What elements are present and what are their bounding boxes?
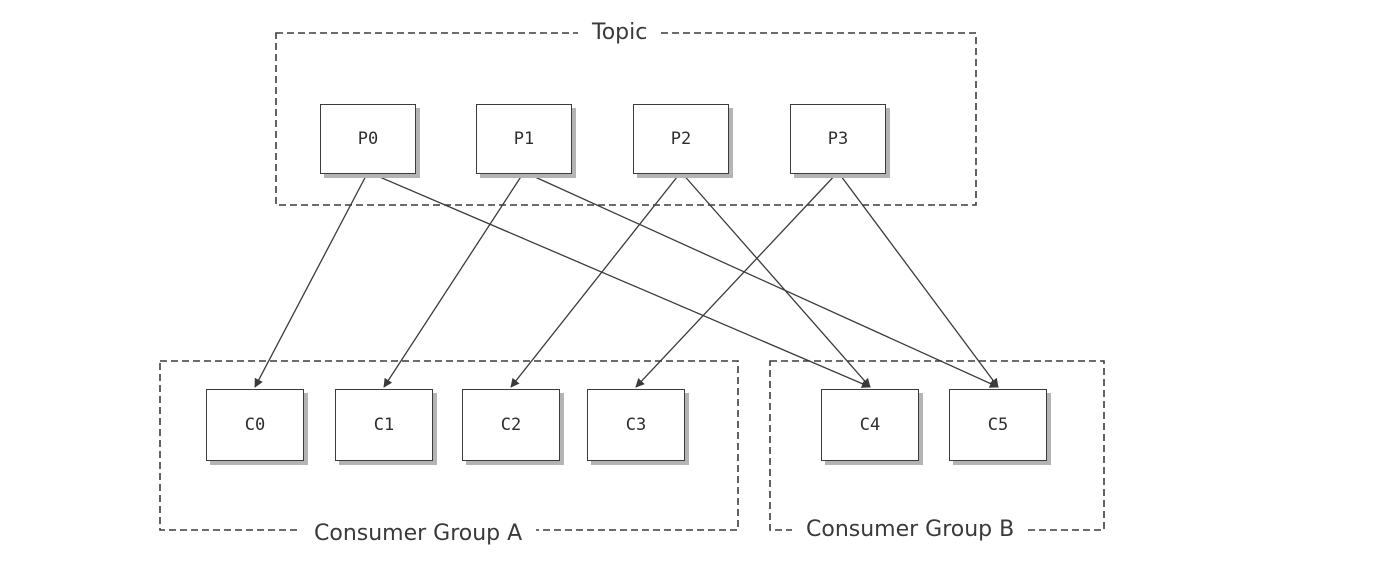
assignment-arrows bbox=[254, 171, 999, 388]
partition-p0: P0 bbox=[320, 104, 416, 174]
consumer-c2: C2 bbox=[462, 389, 560, 461]
partition-p2: P2 bbox=[633, 104, 729, 174]
consumer-group-b-border bbox=[769, 360, 1105, 531]
arrow-p3-to-c5 bbox=[837, 171, 999, 388]
arrow-p2-to-c2 bbox=[510, 171, 682, 388]
topic-label: Topic bbox=[578, 19, 662, 47]
consumer-group-a-label: Consumer Group A bbox=[300, 520, 537, 548]
arrow-p1-to-c1 bbox=[383, 171, 525, 388]
arrow-p0-to-c4 bbox=[367, 171, 871, 388]
partition-p3: P3 bbox=[790, 104, 886, 174]
arrow-p0-to-c0 bbox=[254, 171, 369, 388]
consumer-c0: C0 bbox=[206, 389, 304, 461]
consumer-c1: C1 bbox=[335, 389, 433, 461]
arrow-p2-to-c4 bbox=[680, 171, 871, 388]
consumer-c3: C3 bbox=[587, 389, 685, 461]
arrow-p3-to-c3 bbox=[635, 171, 839, 388]
partition-p1: P1 bbox=[476, 104, 572, 174]
consumer-group-b-label: Consumer Group B bbox=[792, 516, 1029, 544]
arrow-p1-to-c5 bbox=[523, 171, 999, 388]
consumer-c5: C5 bbox=[949, 389, 1047, 461]
topic-group-border bbox=[275, 32, 977, 206]
consumer-c4: C4 bbox=[821, 389, 919, 461]
